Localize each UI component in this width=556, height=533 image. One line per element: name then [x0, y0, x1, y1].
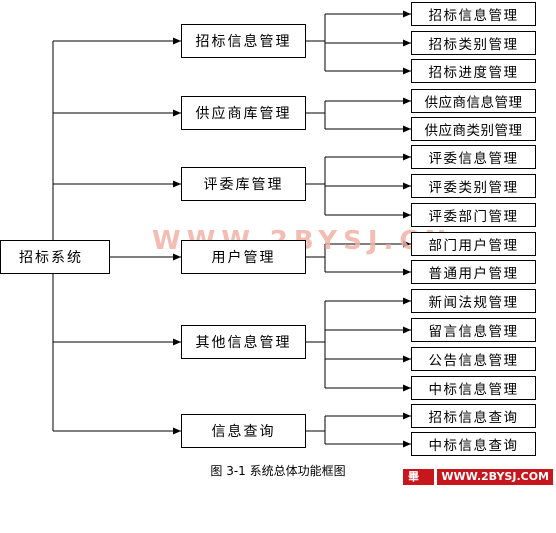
leaf-node: 留言信息管理 [411, 318, 536, 342]
leaf-node: 供应商信息管理 [411, 89, 536, 113]
leaf-node: 招标类别管理 [411, 31, 536, 55]
leaf-node-label: 供应商类别管理 [424, 123, 523, 139]
leaf-node: 公告信息管理 [411, 347, 536, 371]
leaf-node: 普通用户管理 [411, 260, 536, 284]
leaf-node: 评委部门管理 [411, 203, 536, 227]
group-node-label: 招标信息管理 [195, 34, 292, 50]
leaf-node-label: 部门用户管理 [428, 238, 519, 254]
group-node-label: 用户管理 [211, 250, 276, 266]
leaf-node: 部门用户管理 [411, 232, 536, 256]
leaf-node-label: 中标信息查询 [428, 438, 519, 454]
leaf-node: 招标信息管理 [411, 2, 536, 26]
group-node-label: 供应商库管理 [195, 106, 292, 122]
stamp-brand: 畢業設計 [403, 469, 435, 531]
arrow-head [173, 109, 181, 117]
group-node-info-query: 信息查询 [181, 414, 306, 448]
leaf-node: 中标信息管理 [411, 376, 536, 400]
group-node-judge-db: 评委库管理 [181, 167, 306, 201]
arrow-head [403, 384, 411, 392]
leaf-node-label: 评委类别管理 [428, 180, 519, 196]
arrow-head [173, 37, 181, 45]
arrow-head [403, 67, 411, 75]
leaf-node: 新闻法规管理 [411, 289, 536, 313]
arrow-head [403, 355, 411, 363]
group-node-label: 信息查询 [211, 424, 276, 440]
arrow-head [403, 182, 411, 190]
group-node-supplier-db: 供应商库管理 [181, 96, 306, 130]
leaf-node-label: 供应商信息管理 [424, 95, 523, 111]
arrow-head [403, 10, 411, 18]
leaf-node-label: 招标信息查询 [428, 410, 519, 426]
leaf-node-label: 评委部门管理 [428, 209, 519, 225]
arrow-head [403, 412, 411, 420]
leaf-node-label: 公告信息管理 [428, 353, 519, 369]
leaf-node-label: 招标信息管理 [428, 8, 519, 24]
arrow-head [403, 125, 411, 133]
arrow-head [403, 97, 411, 105]
leaf-node-label: 评委信息管理 [428, 151, 519, 167]
group-node-user-mgmt: 用户管理 [181, 240, 306, 274]
group-node-other-info: 其他信息管理 [181, 325, 306, 359]
arrow-head [173, 338, 181, 346]
root-node: 招标系统 [0, 240, 110, 274]
arrow-head [403, 211, 411, 219]
group-node-label: 评委库管理 [203, 177, 284, 193]
arrow-head [403, 39, 411, 47]
arrow-head [403, 268, 411, 276]
arrow-head [403, 297, 411, 305]
leaf-node-label: 中标信息管理 [428, 382, 519, 398]
leaf-node-label: 新闻法规管理 [428, 295, 519, 311]
arrow-head [173, 427, 181, 435]
figure-caption: 图 3-1 系统总体功能框图 [210, 464, 346, 478]
group-node-bidding-info: 招标信息管理 [181, 24, 306, 58]
leaf-node: 评委信息管理 [411, 145, 536, 169]
leaf-node: 招标进度管理 [411, 59, 536, 83]
leaf-node-label: 普通用户管理 [428, 266, 519, 282]
arrow-head [403, 153, 411, 161]
arrow-head [173, 180, 181, 188]
leaf-node: 招标信息查询 [411, 404, 536, 428]
leaf-node-label: 留言信息管理 [428, 324, 519, 340]
leaf-node: 中标信息查询 [411, 432, 536, 456]
group-node-label: 其他信息管理 [195, 335, 292, 351]
arrow-head [403, 326, 411, 334]
leaf-node: 评委类别管理 [411, 174, 536, 198]
leaf-node-label: 招标进度管理 [428, 65, 519, 81]
leaf-node: 供应商类别管理 [411, 117, 536, 141]
leaf-node-label: 招标类别管理 [428, 37, 519, 53]
stamp-site: WWW.2BYSJ.COM [437, 469, 553, 485]
arrow-head [403, 440, 411, 448]
site-stamp-logo: 畢業設計 WWW.2BYSJ.COM [403, 469, 553, 531]
root-node-label: 招标系统 [19, 250, 83, 266]
